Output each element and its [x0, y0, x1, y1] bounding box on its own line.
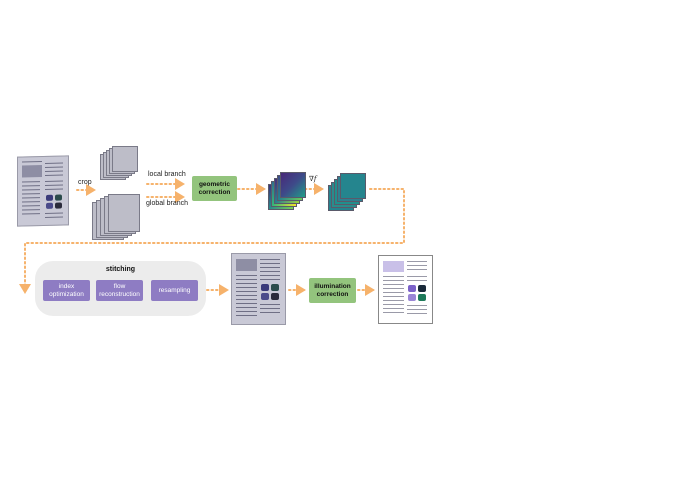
- global-crops-stack: [92, 194, 142, 240]
- illumination-correction-box: illumination correction: [309, 278, 356, 303]
- resampling-box: resampling: [151, 280, 198, 301]
- index-optimization-box: index optimization: [43, 280, 90, 301]
- stitching-title: stitching: [105, 266, 136, 273]
- flow-reconstruction-box: flow reconstruction: [96, 280, 143, 301]
- arrow-wrap: [19, 188, 405, 294]
- output-document: [378, 255, 433, 324]
- stitched-document: [231, 253, 286, 325]
- gradient-label: ∇f: [309, 175, 317, 183]
- flow-field-stack: [268, 172, 308, 212]
- gradient-stack: [328, 173, 368, 213]
- geometric-correction-box: geometric correction: [192, 176, 237, 201]
- local-crops-stack: [100, 146, 140, 186]
- crop-label: crop: [78, 179, 92, 186]
- local-branch-label: local branch: [148, 171, 186, 178]
- global-branch-label: global branch: [146, 200, 189, 207]
- input-document: [17, 155, 69, 227]
